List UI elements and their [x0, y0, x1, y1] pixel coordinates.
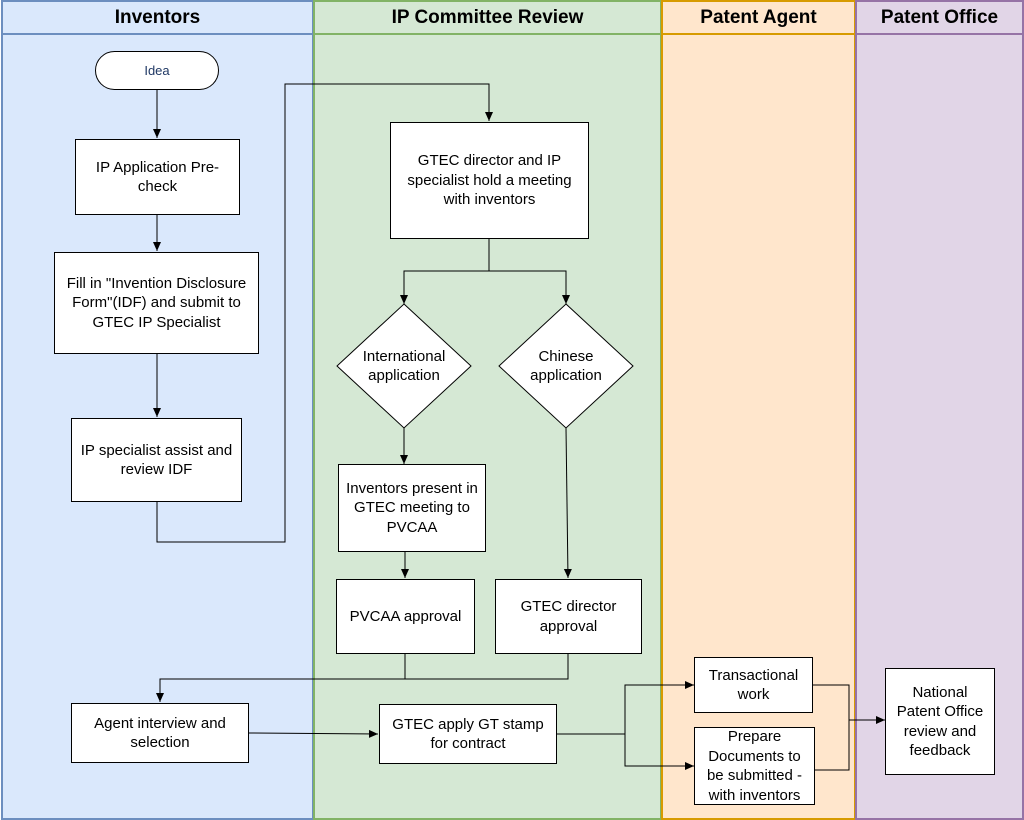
- lane-header-patent-agent: Patent Agent: [663, 2, 854, 35]
- decision-international: International application: [362, 347, 446, 385]
- step-director-approval: GTEC director approval: [495, 579, 642, 654]
- lane-ip-committee-review: IP Committee Review: [313, 0, 662, 820]
- arrow-stamp-to-transactional: [557, 681, 694, 735]
- arrow-meeting-to-international: [400, 238, 490, 304]
- lane-header-patent-office: Patent Office: [857, 2, 1022, 35]
- lane-header-inventors: Inventors: [3, 2, 312, 35]
- step-present-pvcaa: Inventors present in GTEC meeting to PVC…: [338, 464, 486, 552]
- arrow-chinese-to-director: [563, 427, 572, 579]
- step-precheck: IP Application Pre-check: [75, 139, 240, 215]
- decision-international-shape: [336, 303, 472, 429]
- step-prepare-documents: Prepare Documents to be submitted - with…: [694, 727, 815, 805]
- arrow-meeting-to-chinese: [489, 270, 570, 304]
- decision-chinese: Chinese application: [530, 347, 602, 385]
- line-prepare-docs-to-office: [815, 720, 850, 771]
- step-gt-stamp: GTEC apply GT stamp for contract: [379, 704, 557, 764]
- step-agent-interview: Agent interview and selection: [71, 703, 249, 763]
- arrow-agent-interview-to-stamp: [248, 729, 379, 738]
- step-pvcaa-approval: PVCAA approval: [336, 579, 475, 654]
- lane-header-ip-committee: IP Committee Review: [315, 2, 660, 35]
- step-review-idf: IP specialist assist and review IDF: [71, 418, 242, 502]
- decision-chinese-shape: [498, 303, 634, 429]
- step-transactional-work: Transactional work: [694, 657, 813, 713]
- step-fill-idf: Fill in "Invention Disclosure Form"(IDF)…: [54, 252, 259, 354]
- start-idea: Idea: [95, 51, 219, 90]
- step-meeting: GTEC director and IP specialist hold a m…: [390, 122, 589, 239]
- line-director-to-merge: [405, 654, 569, 680]
- arrow-stamp-to-prepare-docs: [624, 734, 694, 770]
- arrow-pvcaa-to-agent-interview: [156, 654, 406, 702]
- step-national-patent-office: National Patent Office review and feedba…: [885, 668, 995, 775]
- arrow-transactional-to-office: [813, 684, 885, 724]
- arrow-review-to-meeting: [156, 83, 493, 543]
